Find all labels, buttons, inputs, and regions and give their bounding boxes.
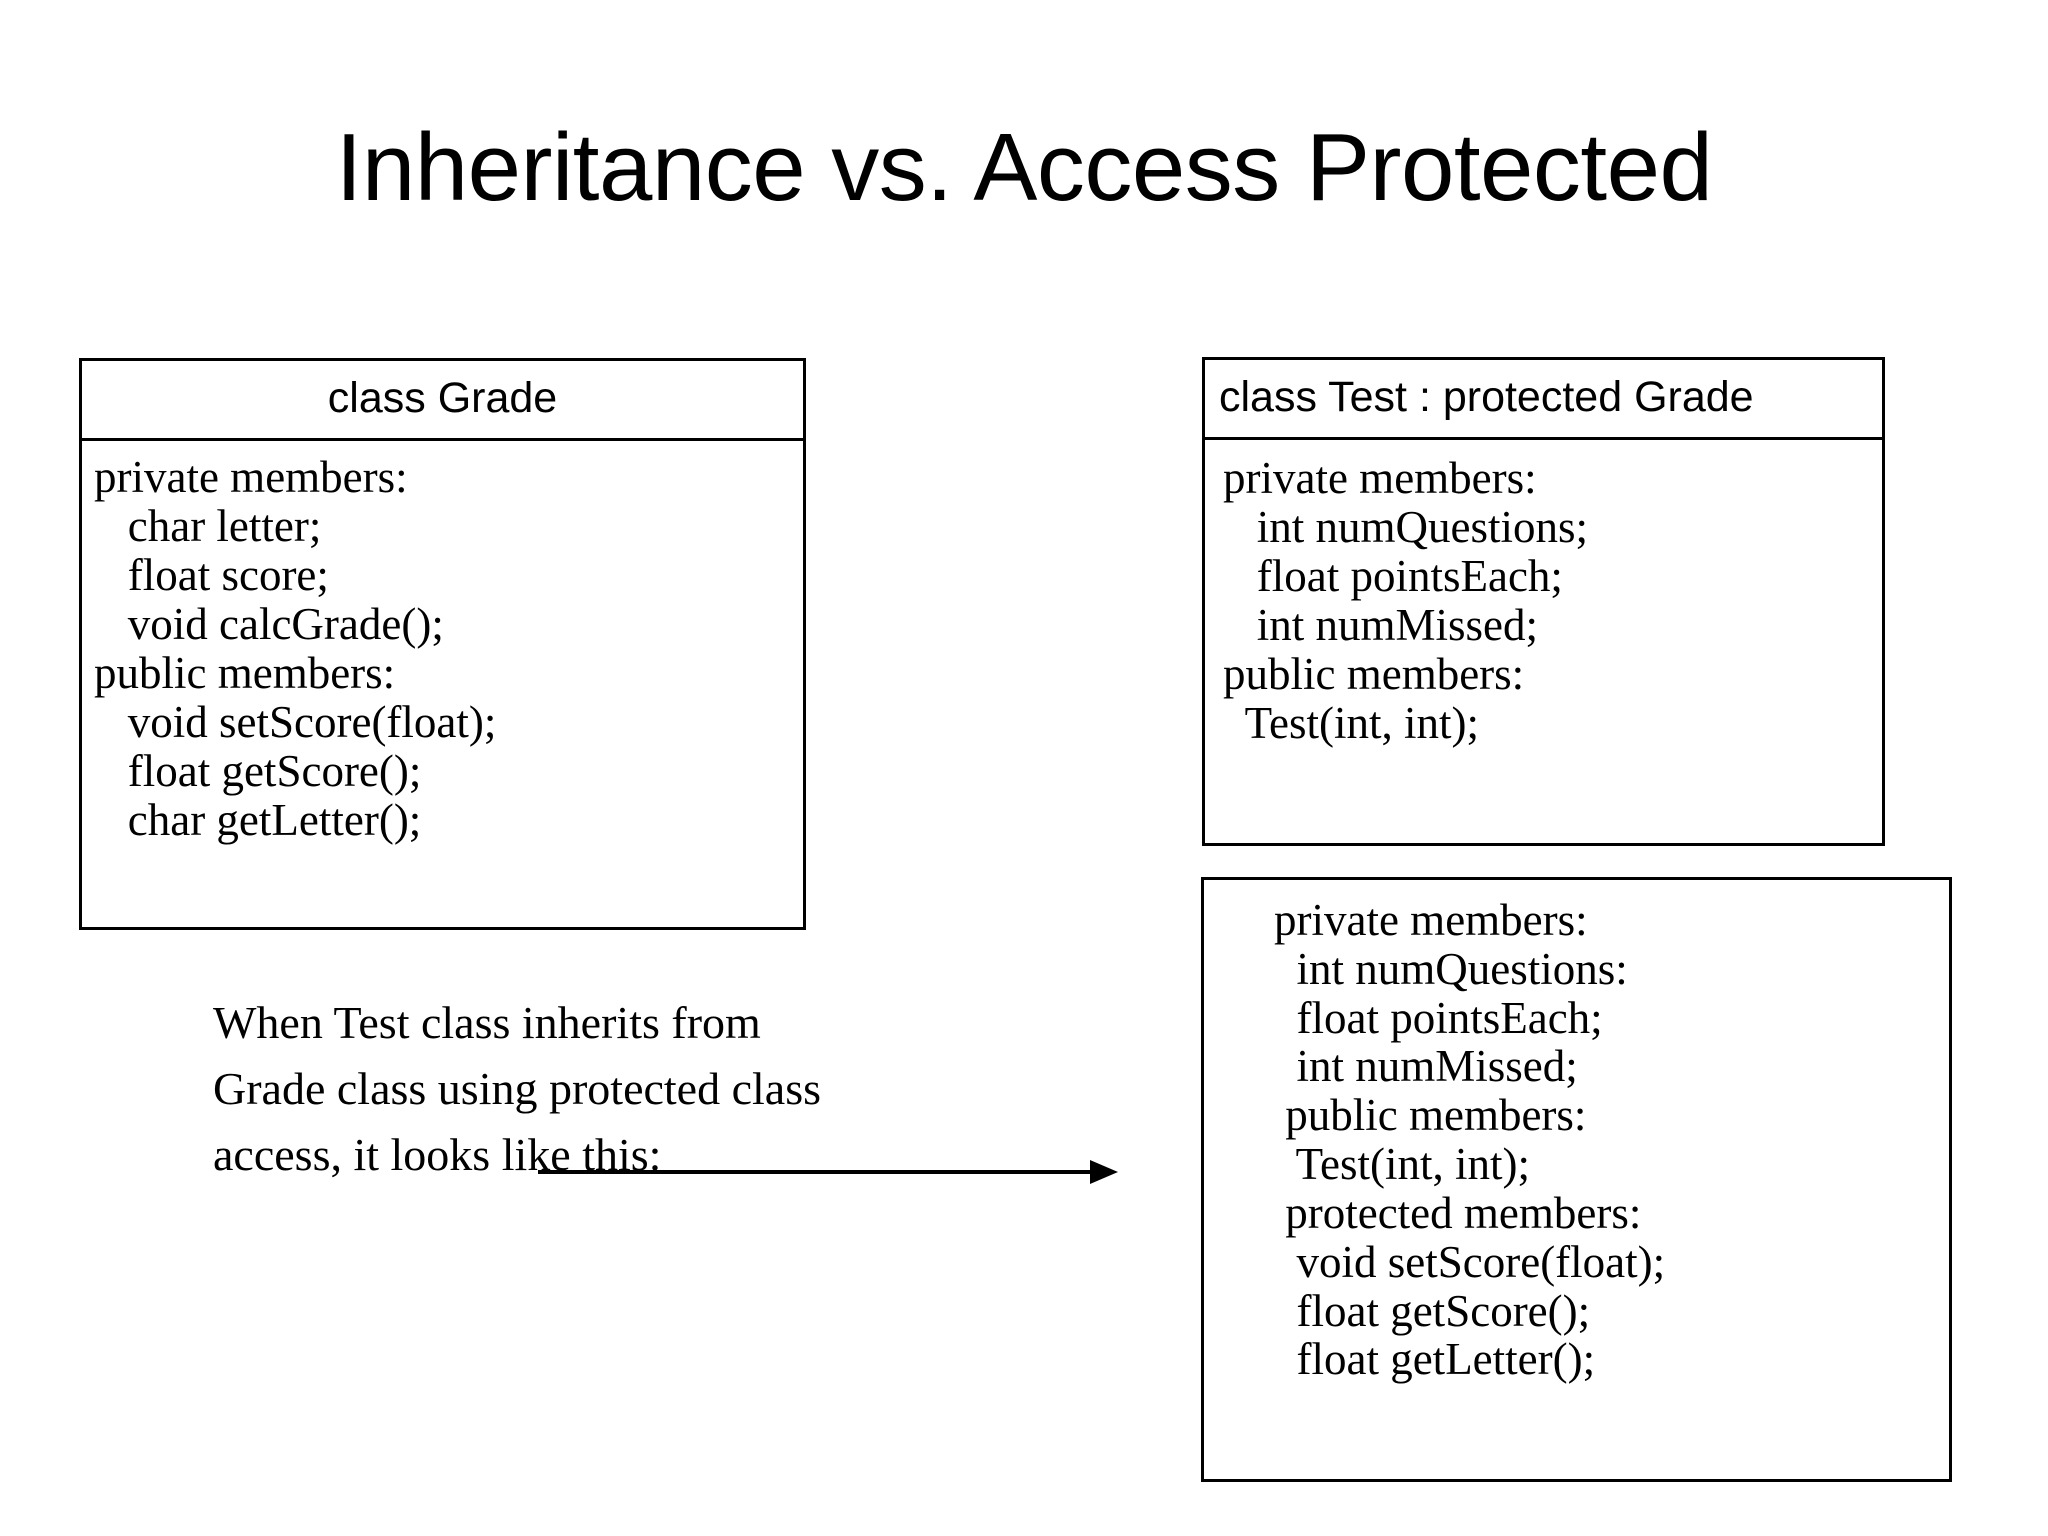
class-box-grade-divider — [82, 437, 803, 441]
member-line: int numMissed; — [1274, 1041, 1578, 1092]
member-line: Test(int, int); — [1274, 1139, 1531, 1190]
member-line: float score; — [94, 549, 329, 600]
member-line: void setScore(float); — [1274, 1236, 1666, 1287]
class-box-test-divider — [1205, 436, 1882, 440]
class-box-test-body: private members: int numQuestions; float… — [1205, 440, 1882, 758]
member-line: int numMissed; — [1223, 599, 1539, 650]
member-line: public members: — [1223, 648, 1525, 699]
member-line: char letter; — [94, 500, 322, 551]
member-line: int numQuestions; — [1223, 501, 1589, 552]
arrow-right-icon — [538, 1152, 1118, 1192]
member-line: public members: — [1274, 1090, 1587, 1141]
member-line: float pointsEach; — [1223, 550, 1563, 601]
page-title: Inheritance vs. Access Protected — [335, 114, 1713, 221]
member-line: float getScore(); — [94, 746, 422, 797]
member-line: float getLetter(); — [1274, 1334, 1596, 1385]
class-box-result: private members: int numQuestions: float… — [1201, 877, 1952, 1482]
class-box-result-body: private members: int numQuestions: float… — [1204, 880, 1949, 1394]
class-box-grade-body: private members: char letter; float scor… — [82, 441, 803, 855]
member-line: protected members: — [1274, 1187, 1642, 1238]
explanation-caption: When Test class inherits from Grade clas… — [213, 997, 822, 1180]
member-line: void calcGrade(); — [94, 598, 444, 649]
member-line: float pointsEach; — [1274, 992, 1603, 1043]
member-line: Test(int, int); — [1223, 697, 1480, 748]
member-line: private members: — [94, 451, 408, 502]
member-line: void setScore(float); — [94, 696, 497, 747]
member-line: private members: — [1274, 895, 1588, 945]
member-line: private members: — [1223, 452, 1537, 503]
class-box-test-header: class Test : protected Grade — [1219, 373, 1754, 421]
member-line: float getScore(); — [1274, 1285, 1591, 1336]
class-box-grade: class Grade private members: char letter… — [79, 358, 806, 930]
member-line: public members: — [94, 647, 396, 698]
class-box-grade-header: class Grade — [327, 374, 558, 422]
class-box-test: class Test : protected Grade private mem… — [1202, 357, 1885, 846]
member-line: int numQuestions: — [1274, 943, 1628, 994]
member-line: char getLetter(); — [94, 795, 422, 846]
